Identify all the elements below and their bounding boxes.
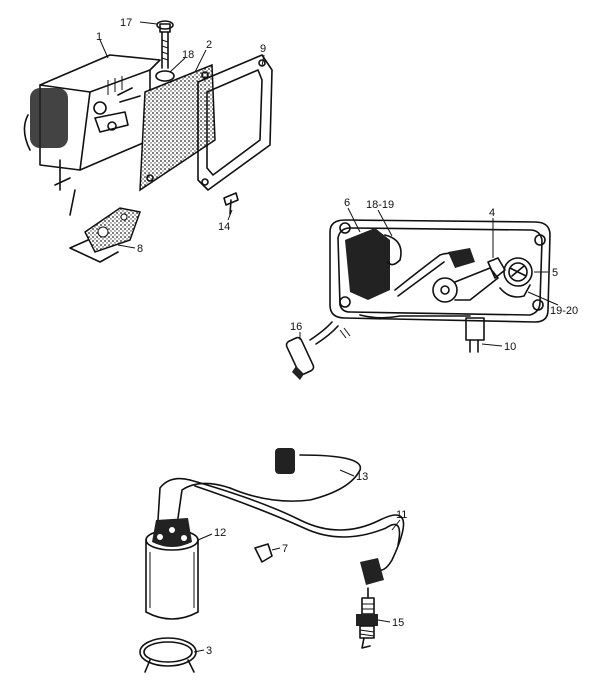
label-6: 6 (344, 197, 350, 209)
condenser-6 (345, 228, 402, 300)
screw-14 (223, 192, 239, 215)
cam-5 (499, 257, 533, 298)
point-set-4 (432, 257, 506, 303)
washer-18 (155, 70, 175, 82)
label-9: 9 (260, 43, 266, 55)
label-11: 11 (396, 509, 407, 521)
ignition-coil-12 (145, 477, 231, 620)
label-1: 1 (96, 31, 102, 43)
label-4: 4 (489, 207, 495, 219)
clamp-3 (139, 637, 197, 673)
clip-7 (254, 543, 273, 563)
label-7: 7 (282, 543, 288, 555)
screw-17 (156, 20, 174, 69)
gasket-8 (69, 207, 141, 263)
label-17: 17 (120, 17, 132, 29)
label-14: 14 (218, 221, 230, 233)
label-2: 2 (206, 39, 212, 51)
breaker-box-assembly (285, 219, 551, 380)
ignition-coil-assembly (139, 448, 405, 673)
part-number-labels: 17 1 18 2 9 14 8 6 18-19 4 5 19-20 10 16… (96, 17, 578, 657)
gasket-9 (197, 54, 273, 191)
label-10: 10 (504, 341, 516, 353)
cover-plate-2 (139, 63, 216, 192)
spark-plug-15 (356, 587, 378, 649)
label-5: 5 (552, 267, 558, 279)
label-12: 12 (214, 527, 226, 539)
label-18-19: 18-19 (366, 199, 394, 211)
label-18: 18 (182, 49, 194, 61)
grommet-10 (465, 317, 485, 353)
label-8: 8 (137, 243, 143, 255)
label-15: 15 (392, 617, 404, 629)
label-19-20: 19-20 (550, 305, 578, 317)
label-16: 16 (290, 321, 302, 333)
label-13: 13 (356, 471, 368, 483)
breaker-housing-assembly (23, 20, 273, 263)
spark-plug-wire-16 (285, 321, 351, 380)
label-3: 3 (206, 645, 212, 657)
leader-lines (99, 21, 559, 653)
